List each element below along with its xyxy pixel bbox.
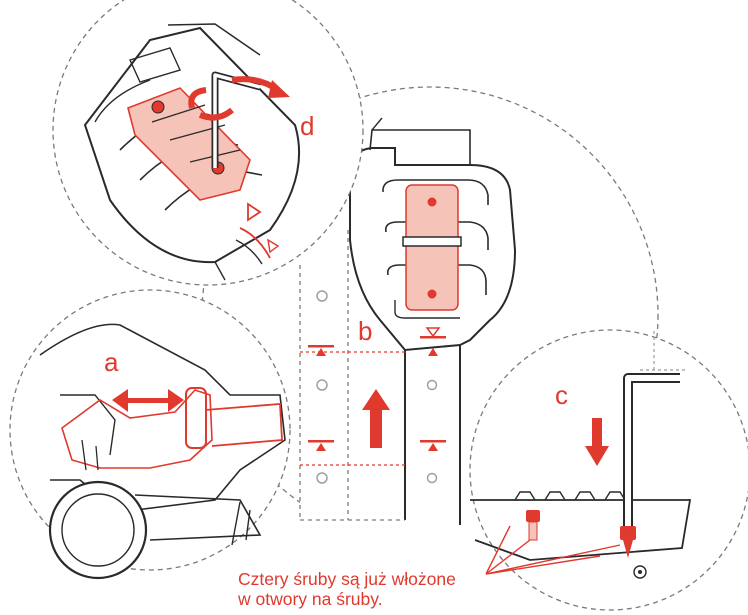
caption-line-1: Cztery śruby są już włożone xyxy=(238,569,456,589)
callout-a: a xyxy=(104,347,119,377)
callout-d: d xyxy=(300,111,314,141)
hole xyxy=(426,472,438,484)
buckle xyxy=(185,387,207,449)
detail-a: a xyxy=(9,289,291,580)
screw-icon xyxy=(620,526,636,558)
callout-b: b xyxy=(358,316,372,346)
screw-icon xyxy=(151,100,165,114)
hole xyxy=(426,379,438,391)
caption-pointers xyxy=(485,525,621,575)
double-arrow-icon xyxy=(112,389,184,412)
hole xyxy=(316,290,328,302)
screw-icon xyxy=(427,197,437,207)
callout-c: c xyxy=(555,380,568,410)
detail-c-circle xyxy=(469,329,748,611)
strap-highlight xyxy=(405,184,459,311)
caption: Cztery śruby są już włożone w otwory na … xyxy=(238,569,538,609)
height-mark-icon xyxy=(420,327,446,339)
caption-line-2: w otwory na śruby. xyxy=(238,589,383,609)
screw-icon xyxy=(427,289,437,299)
rotate-arrow-icon xyxy=(188,76,290,121)
wheel xyxy=(48,480,148,580)
hole xyxy=(316,472,328,484)
up-arrow-icon xyxy=(362,389,390,448)
hole xyxy=(316,379,328,391)
detail-d: d xyxy=(52,0,364,286)
screw-icon xyxy=(526,510,540,541)
down-arrow-icon xyxy=(585,418,609,466)
buckle-housing xyxy=(349,117,517,352)
